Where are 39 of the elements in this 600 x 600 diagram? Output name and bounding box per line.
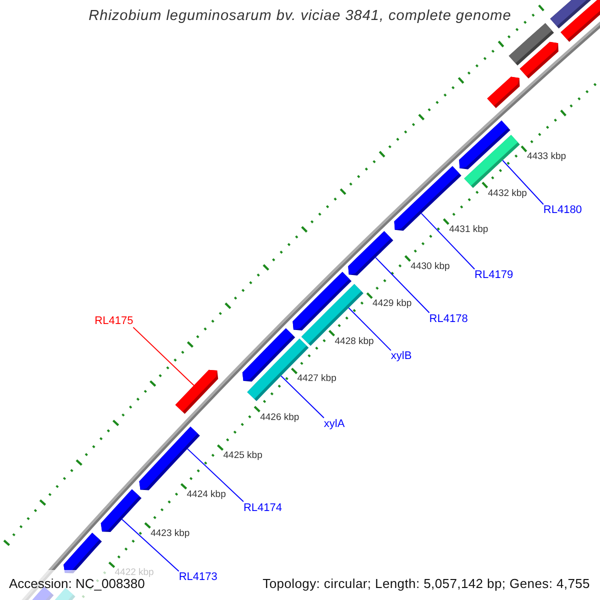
tick-label: 4429 kbp	[372, 298, 412, 310]
tick-label: 4430 kbp	[410, 260, 450, 272]
gene-label: RL4179	[474, 269, 514, 282]
gene-feature	[175, 370, 218, 414]
tick-label: 4423 kbp	[150, 528, 190, 539]
gene-label: xylB	[390, 350, 412, 362]
tick-label: 4431 kbp	[449, 224, 488, 236]
leader-line	[348, 307, 392, 351]
tick-label: 4433 kbp	[526, 151, 566, 162]
gene-feature	[487, 76, 520, 108]
leader-line	[502, 160, 544, 205]
leader-line	[121, 518, 180, 572]
gene-label: RL4175	[94, 315, 134, 328]
feature-bar	[508, 23, 554, 66]
leader-line	[186, 448, 244, 502]
gene-feature	[139, 426, 200, 490]
map-title: Rhizobium leguminosarum bv. viciae 3841, complete genome	[88, 8, 512, 25]
genome-summary: Topology: circular; Length: 5,057,142 bp; Genes: 4,755	[262, 577, 590, 591]
gene-label: RL4173	[178, 571, 218, 584]
accession-note: Accession: NC_008380	[9, 577, 145, 591]
tick-label: 4432 kbp	[488, 188, 527, 199]
gene-label: RL4180	[543, 204, 582, 216]
tick-label: 4425 kbp	[223, 450, 262, 462]
gene-feature	[100, 489, 142, 532]
tick-label: 4426 kbp	[260, 412, 300, 423]
tick-label: 4424 kbp	[186, 488, 226, 500]
gene-label: xylA	[324, 418, 345, 430]
leader-line	[375, 257, 430, 314]
tick-label: 4428 kbp	[334, 336, 374, 347]
leader-line	[420, 212, 476, 270]
feature-bar	[560, 0, 600, 42]
gene-label: RL4178	[429, 312, 468, 325]
gene-feature	[348, 231, 394, 276]
gene-feature	[242, 328, 296, 382]
gene-feature	[459, 120, 510, 170]
tick-label: 4422 kbp	[114, 567, 154, 578]
tick-label: 4427 kbp	[297, 373, 336, 384]
leader-line	[132, 326, 194, 386]
gene-label: RL4174	[243, 502, 282, 514]
